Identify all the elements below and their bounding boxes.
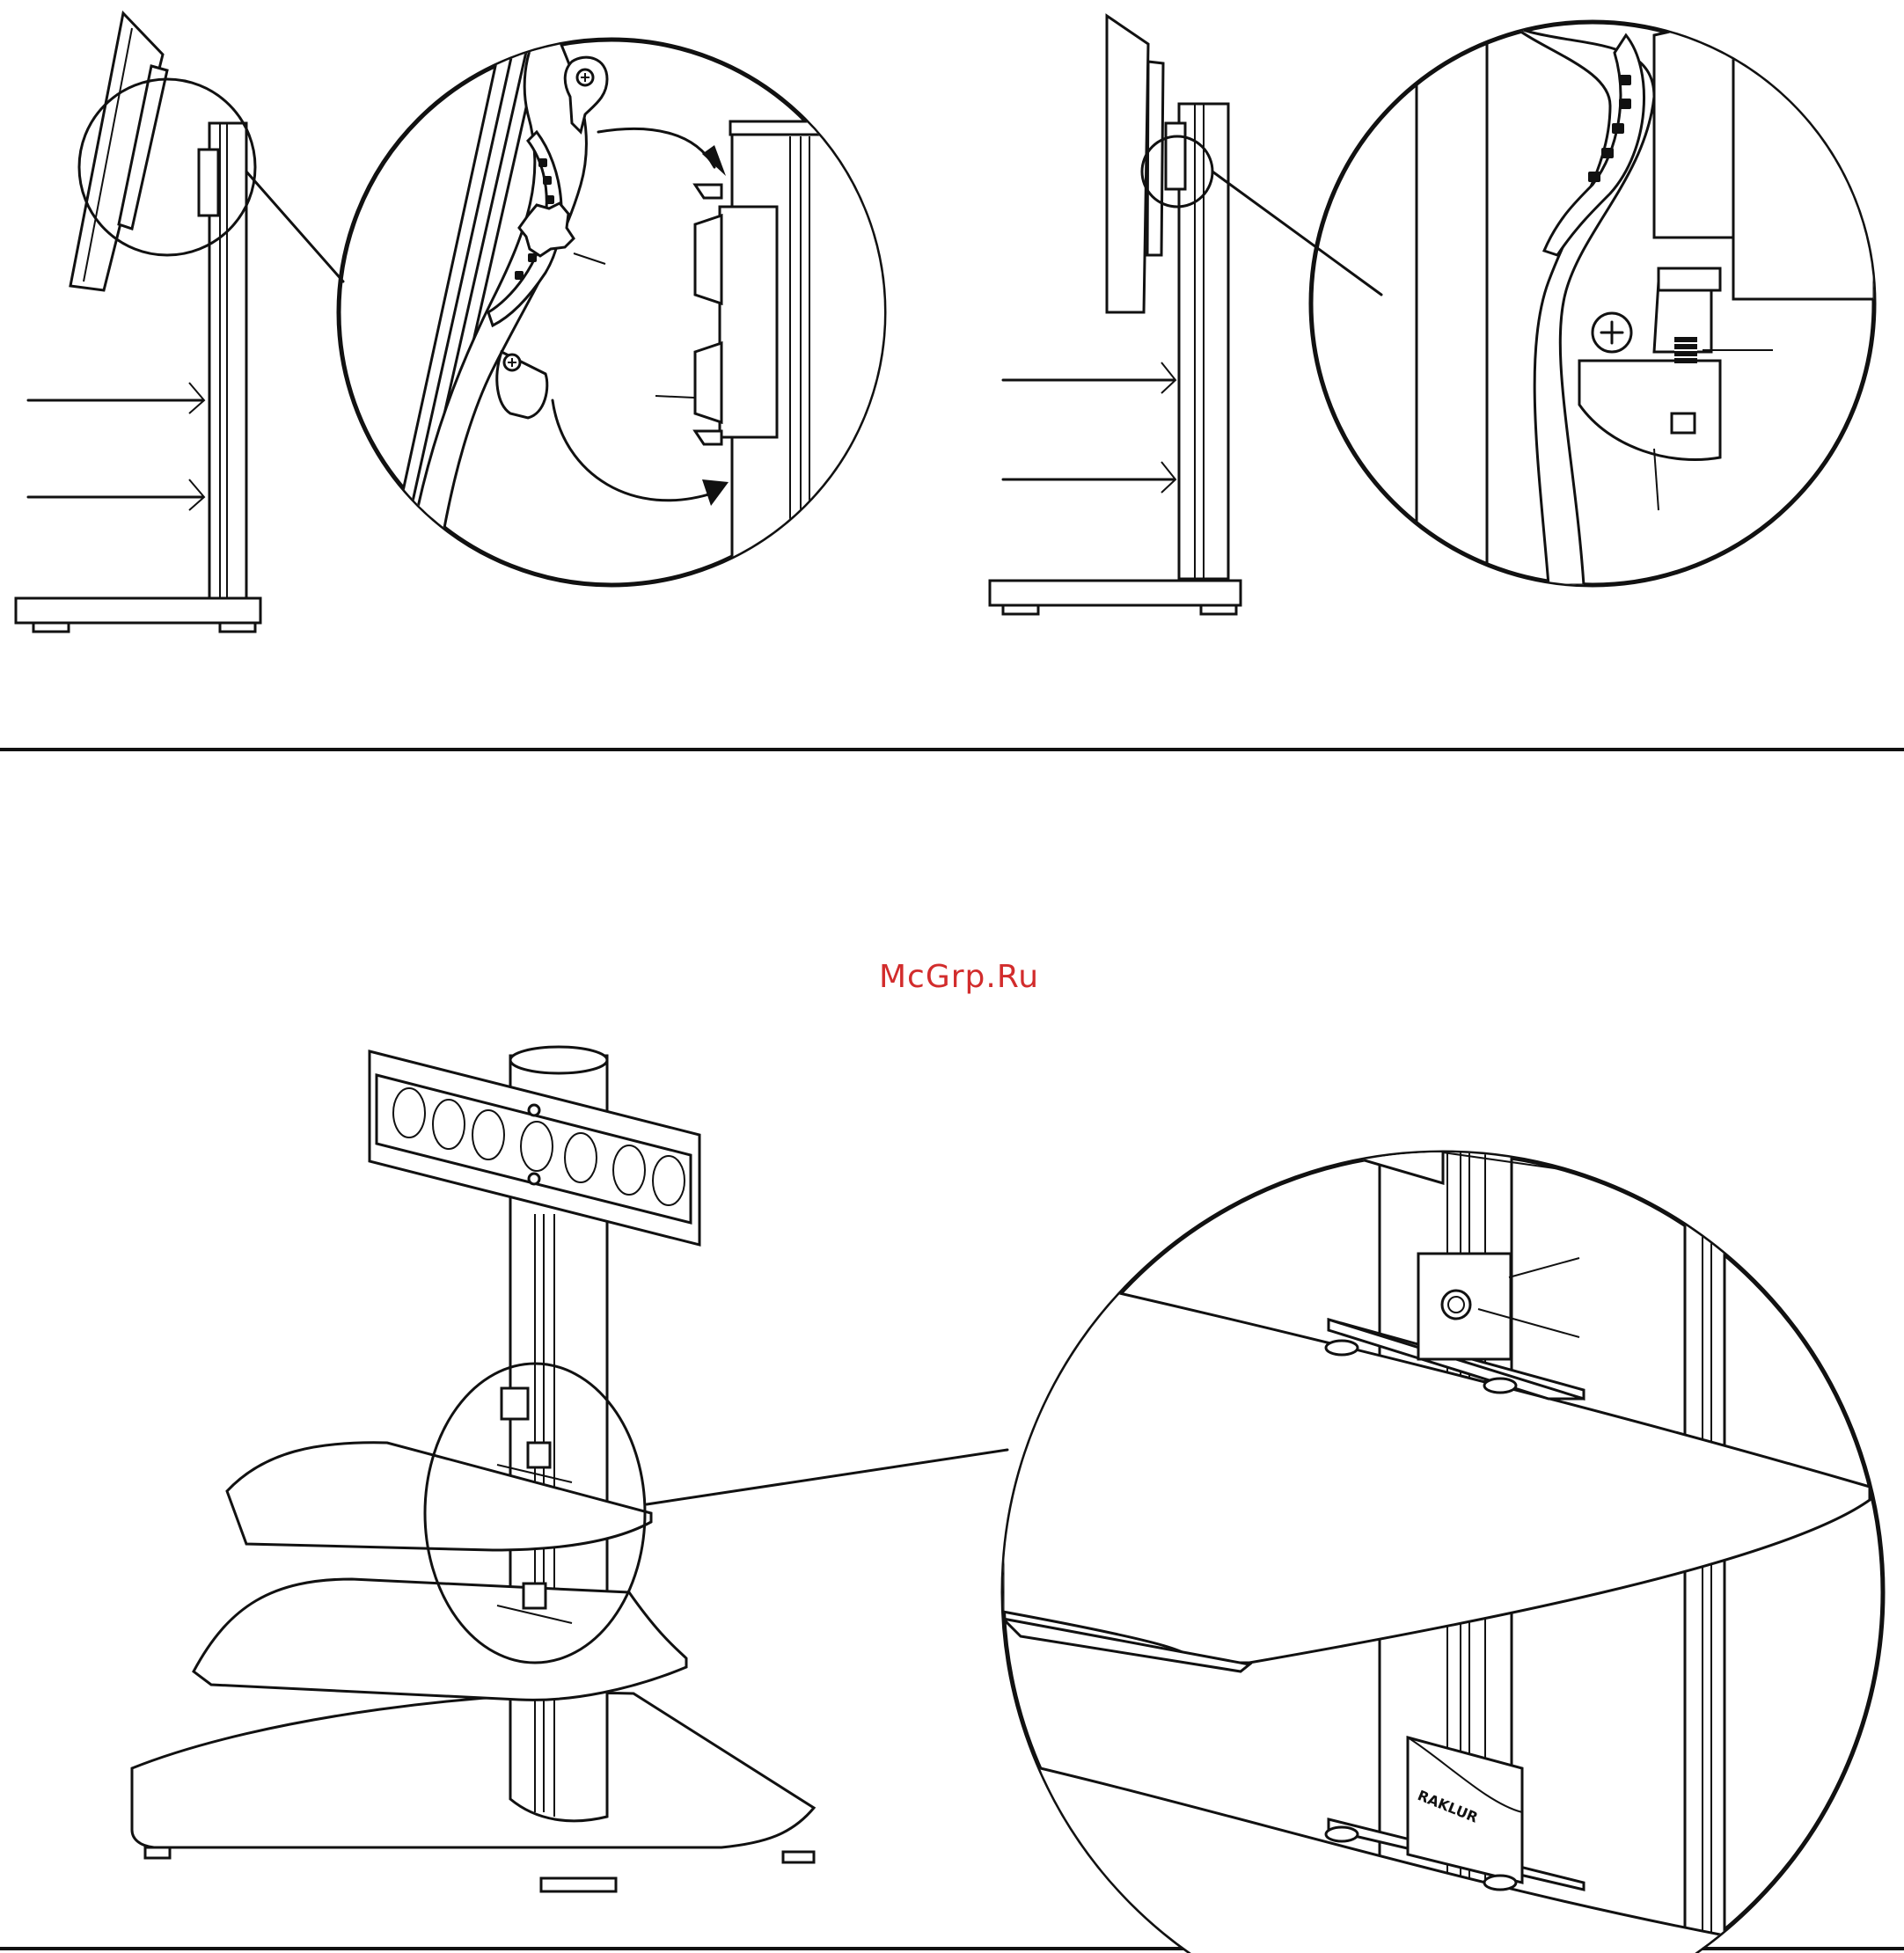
detail-locking-screw [1311,18,1874,585]
figure-side-view-upright [990,16,1381,614]
figure-side-view-tilted [16,13,343,632]
brand-logo: RAKLUR [1341,1101,1406,1136]
watermark: McGrp.Ru [845,959,1073,995]
detail-shelf-cover: RAKLUR RAKLUR [1003,1020,1883,1953]
arrow-icon [598,128,714,167]
figure-stand-with-shelves [132,1047,1007,1891]
detail-bracket-hooking [339,18,899,585]
screw-icon [1593,313,1631,352]
arrow-icon [553,400,714,501]
